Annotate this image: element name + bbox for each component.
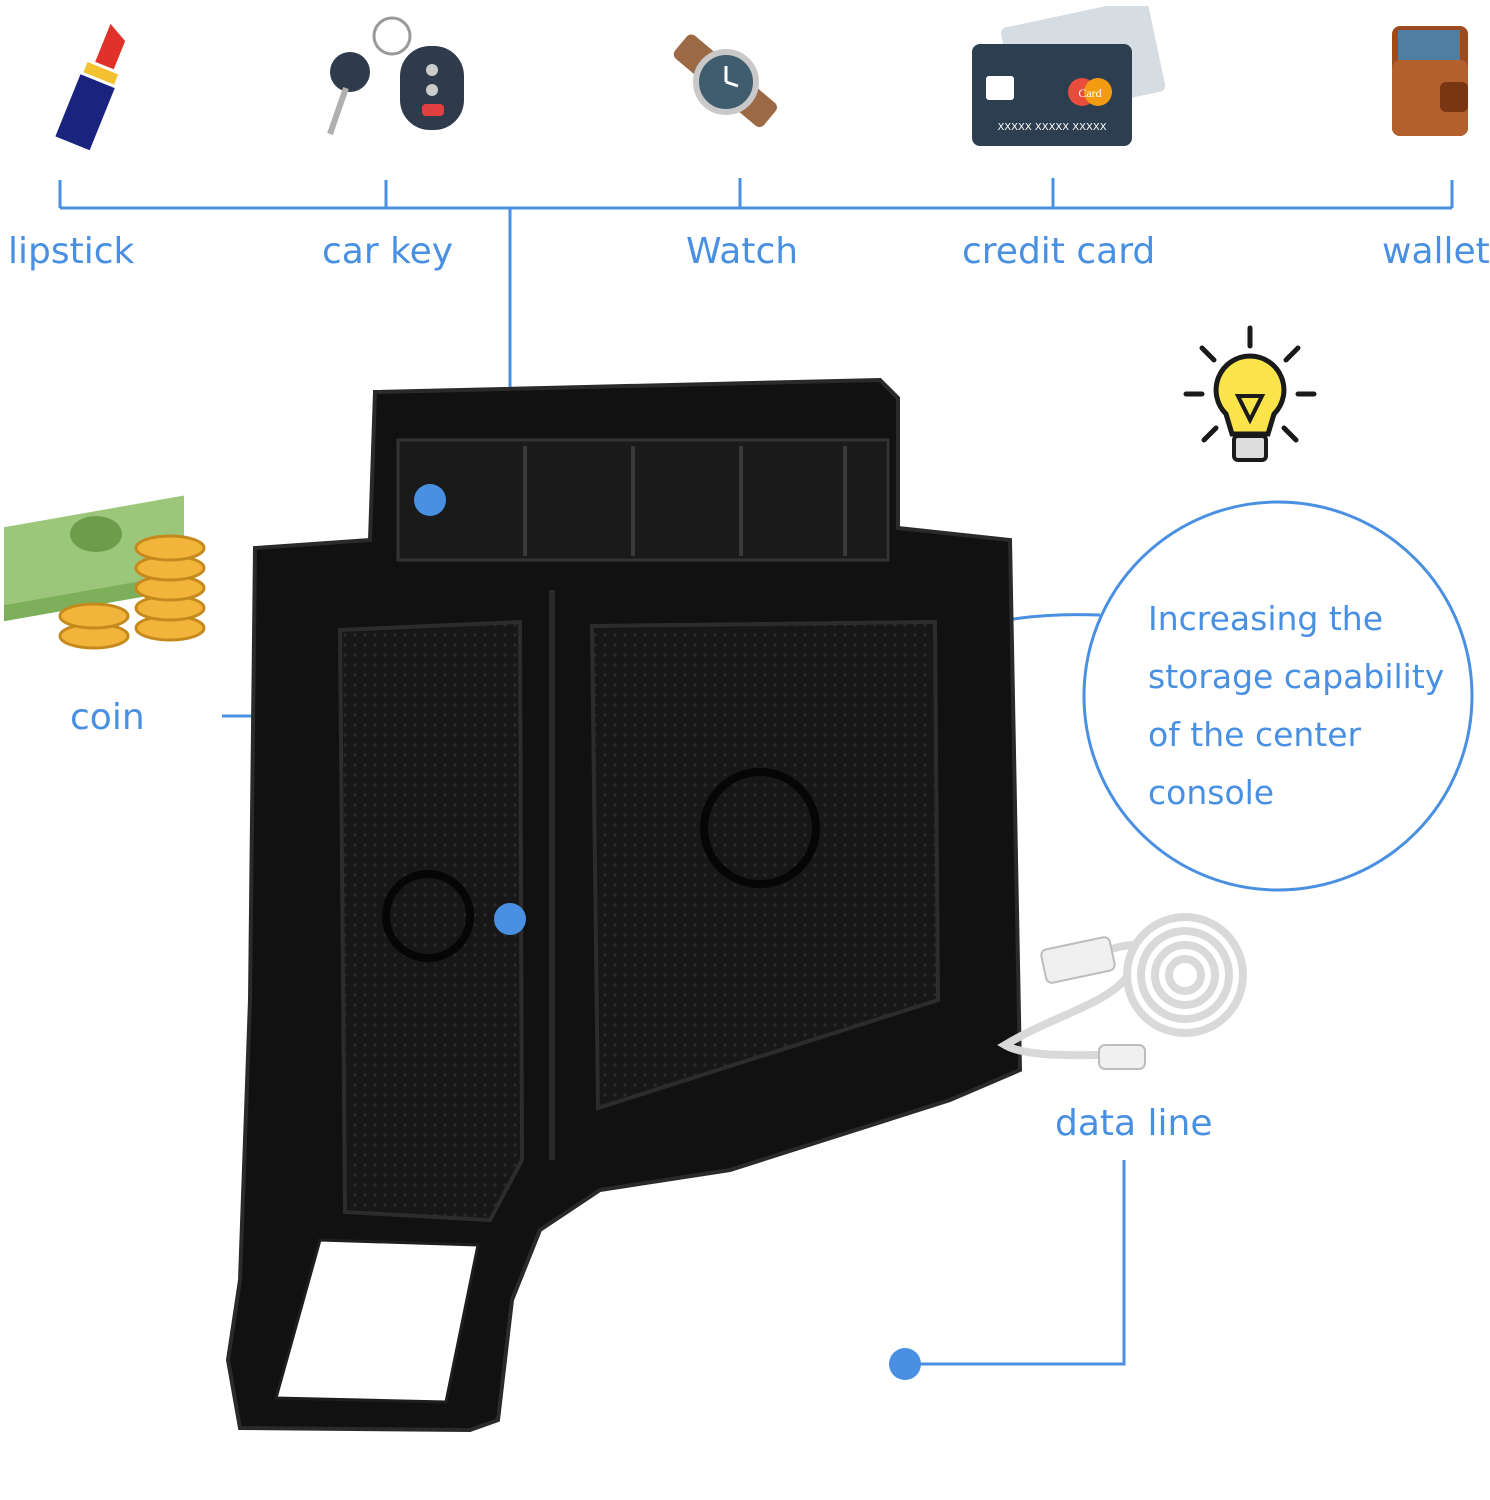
left-compartment-mat (337, 619, 525, 1223)
tip-text: Increasing the storage capability of the… (1148, 590, 1468, 822)
label-watch: Watch (686, 231, 799, 272)
label-lipstick: lipstick (8, 231, 135, 272)
tray-top-rack (396, 438, 890, 562)
coin-marker-dot (414, 484, 446, 516)
credit-card-icon: Card XXXXX XXXXX XXXXX (972, 6, 1166, 146)
watch-icon (673, 34, 777, 128)
label-coin: coin (70, 697, 145, 738)
tray-bottom-opening (274, 1238, 480, 1404)
tip-line-3: of the center (1148, 715, 1362, 754)
data-line-marker-dot (889, 1348, 921, 1380)
right-compartment-mat (589, 619, 941, 1111)
wallet-icon (1392, 26, 1468, 136)
card-brand-text: Card (1078, 86, 1101, 100)
wreath-logo (382, 768, 820, 962)
label-wallet: wallet (1382, 231, 1490, 272)
label-car-key: car key (322, 231, 454, 272)
lipstick-icon (51, 18, 129, 155)
top-items-marker-dot (494, 903, 526, 935)
data-line-leader (905, 1160, 1126, 1366)
label-credit-card: credit card (962, 231, 1156, 272)
car-key-icon (327, 16, 464, 135)
card-number-text: XXXXX XXXXX XXXXX (997, 122, 1106, 133)
usb-cable-icon (997, 913, 1247, 1070)
light-bulb-icon (1183, 325, 1317, 462)
tip-circle (1082, 500, 1474, 892)
tip-line-1: Increasing the (1148, 599, 1384, 638)
tip-line-4: console (1148, 773, 1275, 812)
tip-line-2: storage capability (1148, 657, 1445, 696)
label-data-line: data line (1055, 1103, 1213, 1144)
money-coins-icon (4, 495, 206, 650)
